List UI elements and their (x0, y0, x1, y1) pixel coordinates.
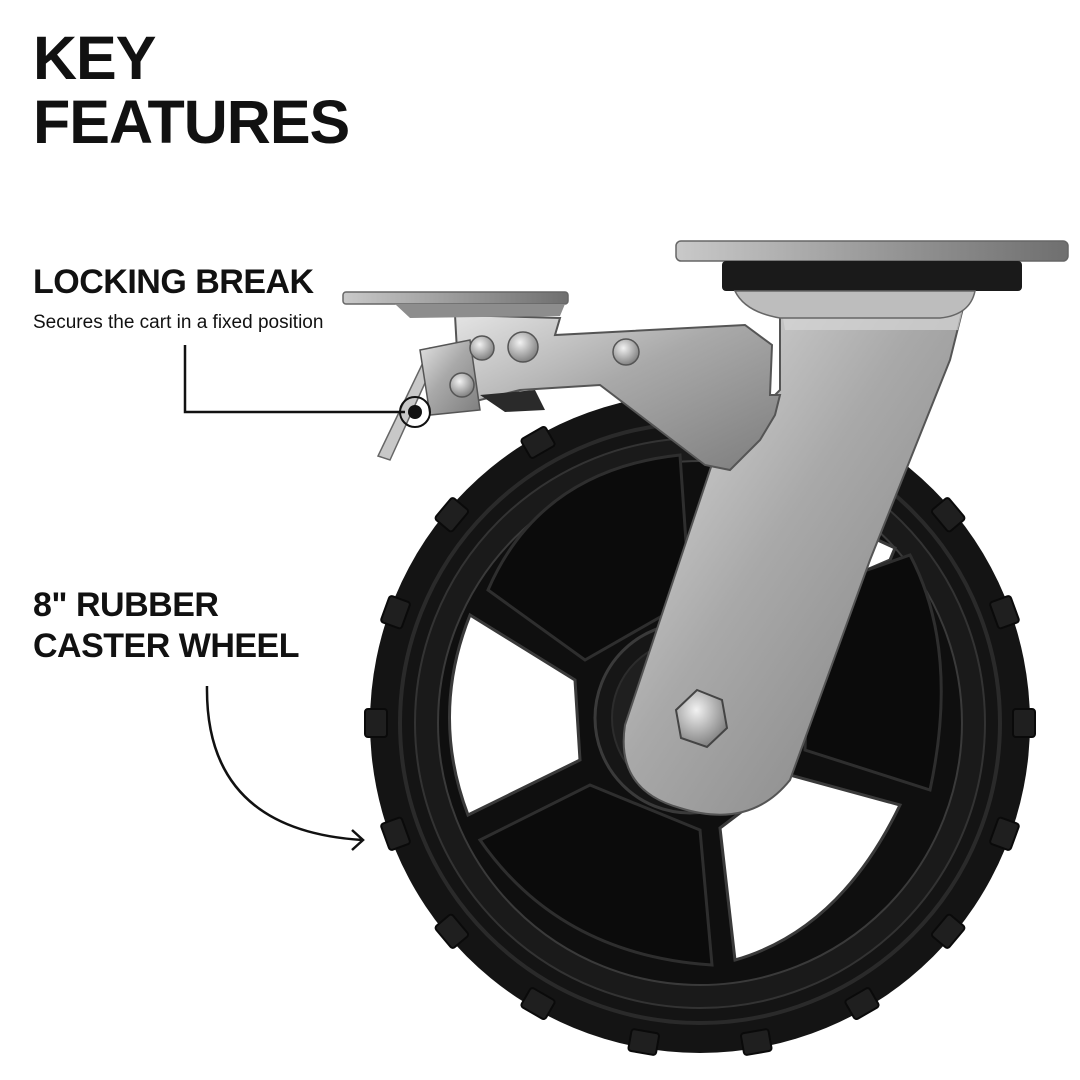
rivet-icon (612, 338, 640, 366)
page-title-line2: FEATURES (33, 88, 350, 156)
feature-title-locking-brake: LOCKING BREAK (33, 263, 314, 301)
feature-title-caster-wheel-line2: CASTER WHEEL (33, 627, 300, 665)
top-mounting-plate (675, 240, 1069, 319)
caster-wheel-callout (205, 685, 365, 851)
page-title-line1: KEY (33, 24, 156, 92)
curved-arrow-icon (205, 685, 363, 842)
rivet-icon (507, 331, 539, 363)
rivet-icon (469, 335, 495, 361)
feature-title-caster-wheel-line1: 8" RUBBER (33, 586, 219, 624)
axle-bolt-icon (674, 688, 729, 749)
target-dot-icon (408, 405, 422, 419)
target-ring-icon (399, 396, 431, 428)
tire-tread-icon (364, 425, 1036, 1056)
page-title: KEY FEATURES (33, 24, 350, 156)
feature-description-locking-brake: Secures the cart in a fixed position (33, 312, 324, 333)
locking-brake-callout (183, 345, 431, 428)
rivet-icon (449, 372, 475, 398)
arrowhead-icon (351, 829, 365, 851)
feature-title-caster-wheel: 8" RUBBER CASTER WHEEL (33, 585, 300, 667)
locking-brake-assembly[interactable] (342, 291, 782, 472)
